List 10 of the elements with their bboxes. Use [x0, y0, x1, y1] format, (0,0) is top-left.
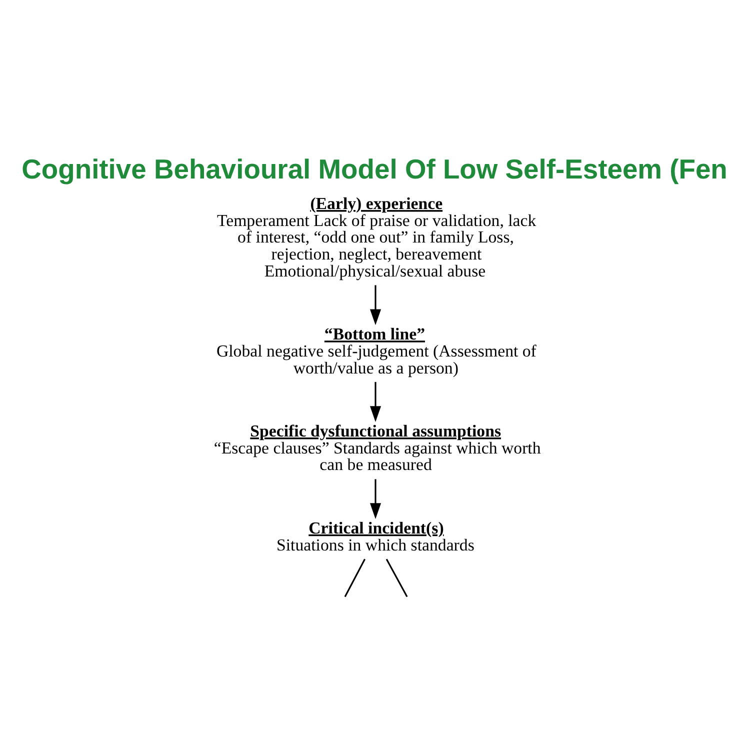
- node-text: Critical incident(s) Situations in which standards: [276, 518, 474, 554]
- node-text: Specific dysfunctional assumptions “Escape clauses” Standards against which worth can be measured: [213, 421, 540, 474]
- arrow: [369, 478, 381, 518]
- diagram-title: Cognitive Behavioural Model Of Low Self-Esteem (Fen: [21, 152, 727, 184]
- connector: [344, 558, 366, 597]
- connector: [385, 558, 408, 597]
- arrow: [369, 284, 381, 325]
- node-text: “Bottom line” Global negative self-judgement (Assessment of worth/value as a person): [216, 324, 536, 377]
- node-text: (Early) experience Temperament Lack of praise or validation, lack of interest, “odd one out” in family Loss, rejection, neglect, bereavement Emotional/physical/sexual abuse: [216, 194, 536, 280]
- arrow: [369, 381, 381, 422]
